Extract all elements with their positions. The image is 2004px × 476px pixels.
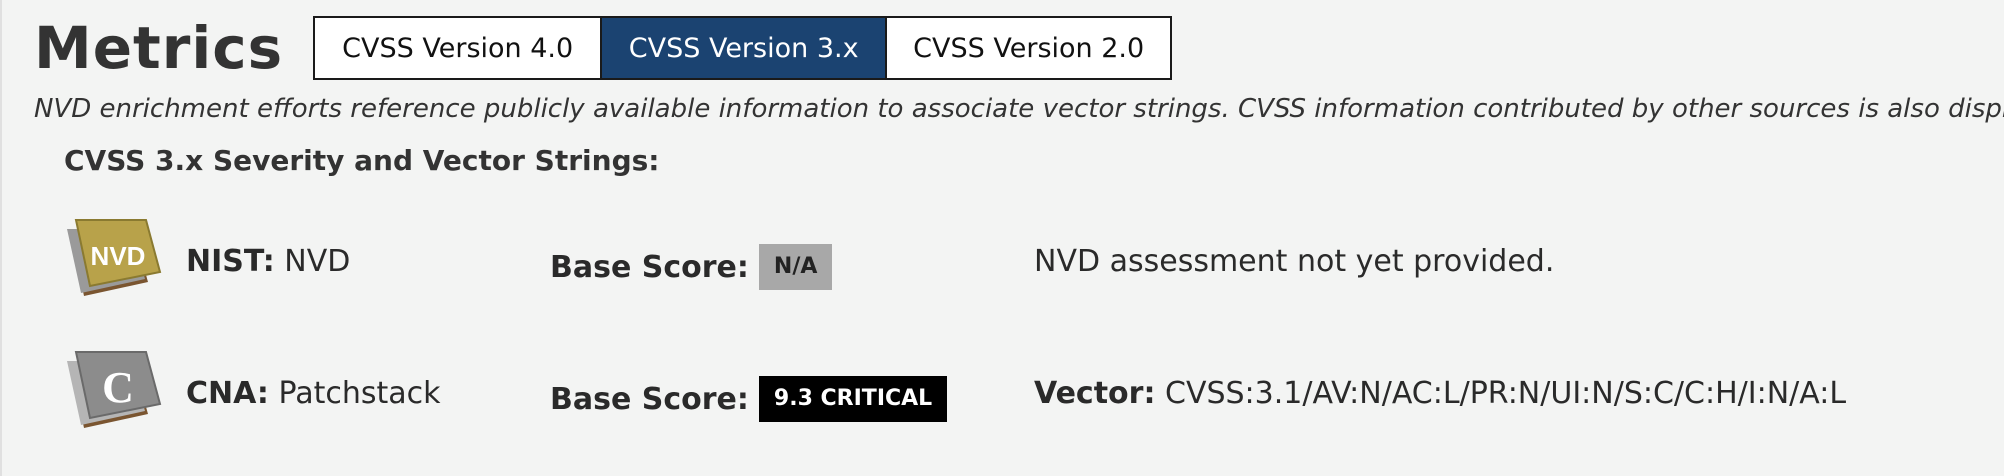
- base-score-label: Base Score:: [550, 381, 749, 417]
- score-badge-na[interactable]: N/A: [758, 244, 833, 290]
- enrichment-note: NVD enrichment efforts reference publicl…: [34, 94, 2004, 124]
- nvd-base-score: Base Score: N/A: [550, 244, 833, 290]
- cna-base-score: Base Score: 9.3 CRITICAL: [550, 376, 948, 422]
- cna-source: CNA: Patchstack: [186, 376, 441, 411]
- assessment-value: NVD assessment not yet provided.: [1034, 244, 1555, 279]
- nvd-badge-icon: NVD: [67, 219, 162, 296]
- score-badge-critical[interactable]: 9.3 CRITICAL: [758, 376, 948, 422]
- svg-text:C: C: [102, 363, 134, 412]
- cna-vector: Vector: CVSS:3.1/AV:N/AC:L/PR:N/UI:N/S:C…: [1034, 376, 1846, 411]
- cvss-version-tabs: CVSS Version 4.0 CVSS Version 3.x CVSS V…: [313, 16, 1173, 80]
- tab-cvss-4[interactable]: CVSS Version 4.0: [315, 18, 601, 78]
- source-label: NIST:: [186, 244, 275, 279]
- tab-cvss-2[interactable]: CVSS Version 2.0: [885, 18, 1171, 78]
- section-title: CVSS 3.x Severity and Vector Strings:: [64, 144, 660, 177]
- source-value: NVD: [284, 244, 351, 279]
- vector-label: Vector:: [1034, 376, 1156, 411]
- cna-severity-row: C CNA: Patchstack Base Score: 9.3 CRITIC…: [64, 350, 1964, 440]
- page-title: Metrics: [34, 14, 284, 82]
- vector-string[interactable]: CVSS:3.1/AV:N/AC:L/PR:N/UI:N/S:C/C:H/I:N…: [1165, 376, 1847, 411]
- source-value: Patchstack: [278, 376, 441, 411]
- nvd-source: NIST: NVD: [186, 244, 350, 279]
- cna-badge-icon: C: [67, 351, 162, 428]
- svg-text:NVD: NVD: [91, 241, 146, 271]
- base-score-label: Base Score:: [550, 249, 749, 285]
- source-label: CNA:: [186, 376, 269, 411]
- tab-cvss-3x[interactable]: CVSS Version 3.x: [600, 18, 886, 78]
- nvd-assessment-text: NVD assessment not yet provided.: [1034, 244, 1554, 279]
- nvd-severity-row: NVD NIST: NVD Base Score: N/A NVD assess…: [64, 218, 1964, 308]
- metrics-header: Metrics CVSS Version 4.0 CVSS Version 3.…: [34, 10, 1173, 86]
